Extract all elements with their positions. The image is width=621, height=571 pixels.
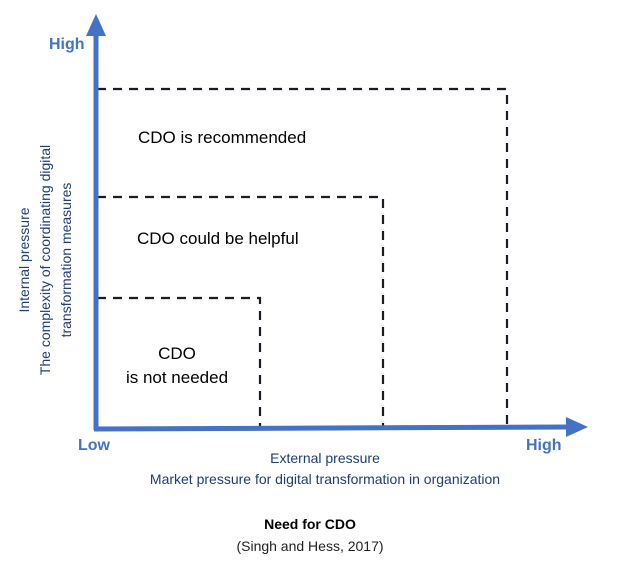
- caption-source: (Singh and Hess, 2017): [236, 538, 384, 554]
- y-axis-arrowhead: [86, 14, 106, 36]
- zone-boundary-helpful: [97, 195, 385, 428]
- x-axis-low-label: Low: [78, 437, 110, 454]
- zone-boundary-recommended: [97, 87, 509, 428]
- zone-label-not-needed-line1: CDO: [158, 344, 196, 363]
- y-axis-high-label: High: [49, 36, 85, 53]
- zone-label-helpful: CDO could be helpful: [137, 229, 299, 248]
- zone-label-recommended: CDO is recommended: [138, 128, 307, 147]
- x-axis-title-line2: Market pressure for digital transformati…: [149, 471, 501, 487]
- zone-label-not-needed-line2: is not needed: [125, 368, 229, 387]
- x-axis-high-label: High: [526, 437, 562, 454]
- x-axis-line: [93, 424, 569, 432]
- x-axis-title-line1: External pressure: [270, 450, 380, 466]
- caption-title: Need for CDO: [264, 516, 356, 532]
- y-axis-title-line2: The complexity of coordinating digital: [37, 144, 53, 376]
- y-axis-title-line3: transformation measures: [58, 182, 74, 338]
- y-axis-title: Internal pressure The complexity of coor…: [14, 110, 78, 410]
- zone-boundary-not-needed: [97, 296, 262, 428]
- x-axis-arrowhead: [566, 417, 588, 437]
- y-axis-title-line1: Internal pressure: [16, 207, 32, 313]
